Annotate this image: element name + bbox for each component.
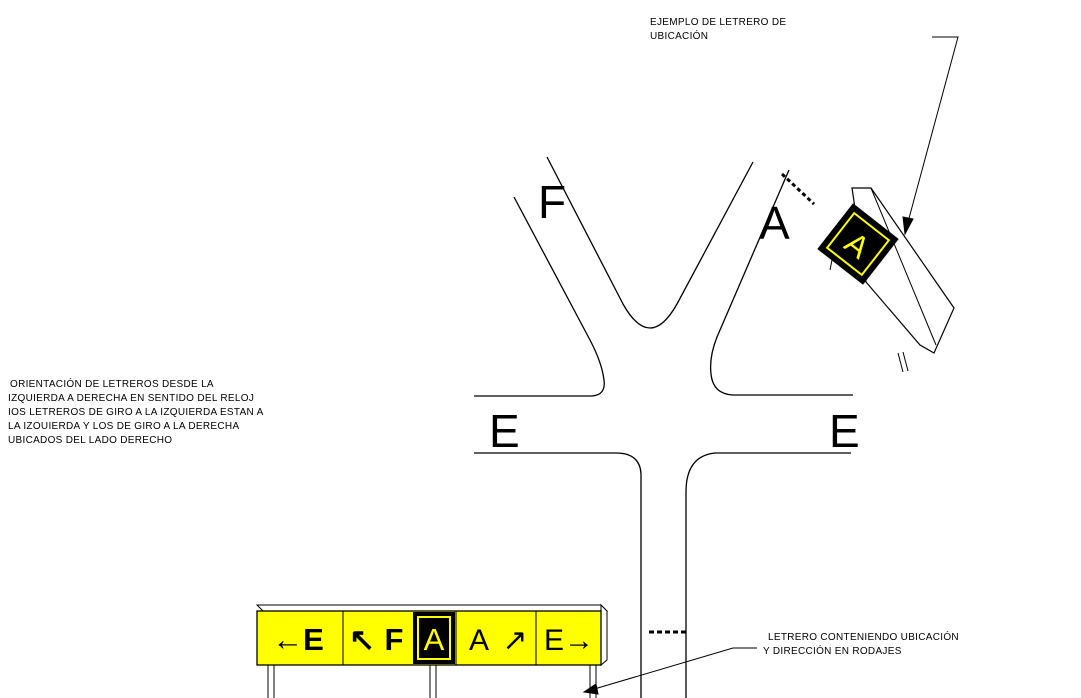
sign-label-line-1: LETRERO CONTENIENDO UBICACIÓN [768,630,959,643]
orientation-note-line-2: IZQUIERDA A DERECHA EN SENTIDO DEL RELOJ [8,393,254,404]
sign-location-letter: A [424,622,445,657]
sign-panel-left-e: ←E [272,622,324,657]
taxiway-label-e-left: E [489,405,520,457]
orientation-note-line-4: LA IZOUIERDA Y LOS DE GIRO A LA DERECHA [8,421,239,432]
taxiway-label-a: A [759,197,790,249]
taxiway-a-outer-edge [709,169,853,396]
sign-panel-a-letter: A [469,624,489,657]
sign-location-panel [413,612,455,664]
taxiway-f-outer-edge [474,196,605,397]
sign-side-bevel [600,603,608,667]
example-location-sign: A [817,187,955,373]
example-sign-border [825,211,891,277]
taxiway-label-f: F [538,176,566,228]
example-sign-label-line-1: EJEMPLO DE LETRERO DE [650,17,786,28]
taxiway-e-right-lower-edge [685,452,851,698]
sign-legs [267,665,597,698]
sign-location-border [417,616,451,660]
taxiway-edges [474,156,853,698]
sign-label-line-2: Y DIRECCIÓN EN RODAJES [763,644,902,657]
holding-mark-a [780,172,816,206]
orientation-note-line-5: UBICADOS DEL LADO DERECHO [8,435,172,446]
taxiway-e-left-lower-edge [474,452,642,698]
sign-panel-f-letter: F [385,622,404,657]
taxiway-label-e-right: E [829,405,860,457]
sign-panel-a-arrow: ↗ [502,624,527,657]
sign-leader [590,647,757,691]
orientation-note-line-3: IOS LETREROS DE GIRO A LA IZQUIERDA ESTA… [8,407,264,418]
example-sign-face [817,203,899,285]
example-sign-label-line-2: UBICACIÓN [650,29,708,42]
orientation-note-line-1: ORIENTACIÓN DE LETREROS DESDE LA [10,377,214,390]
sign-panel-right-e: E→ [544,624,594,657]
callout-leaders [582,36,959,695]
example-sign-arrowhead [902,216,914,236]
sign-top-bevel [255,604,609,612]
taxiway-direction-sign: ←E ↖ F A A ↗ E→ [255,603,609,698]
sign-panel-f-arrow: ↖ [349,622,375,657]
example-sign-leader [907,36,959,223]
taxiway-f-inner-edge [546,156,754,329]
